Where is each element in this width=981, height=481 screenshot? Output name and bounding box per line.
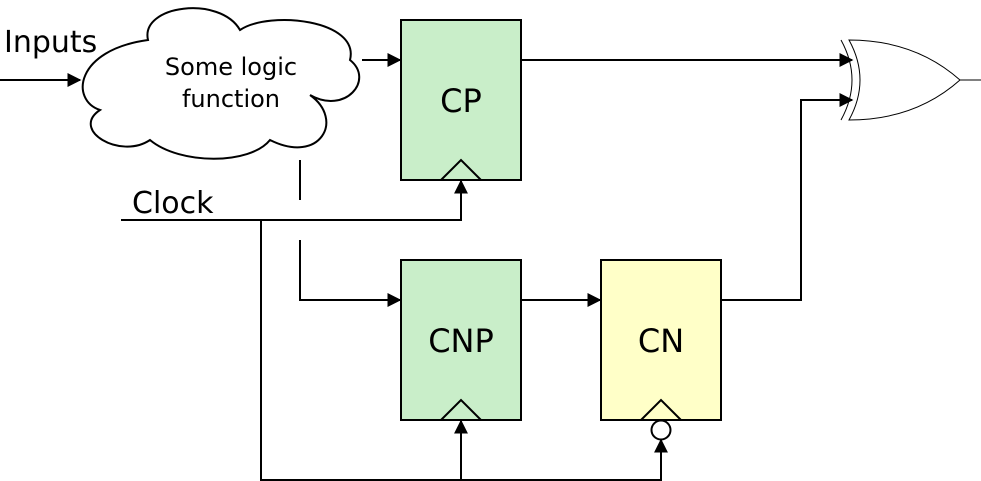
cn-inversion-bubble-icon xyxy=(650,419,672,441)
clock-to-cn-wire xyxy=(461,438,668,481)
cp-clock-triangle-icon xyxy=(440,158,482,181)
cn-label: CN xyxy=(638,322,684,360)
cn-to-xor-wire xyxy=(721,93,854,301)
cnp-label: CNP xyxy=(428,322,494,360)
cn-block xyxy=(600,259,722,421)
logic-label-line2: function xyxy=(182,85,280,113)
logic-label-line1: Some logic xyxy=(165,53,297,81)
cnp-clock-triangle-icon xyxy=(440,398,482,421)
clock-to-cnp-wire xyxy=(260,220,468,481)
clock-label: Clock xyxy=(132,186,214,221)
cp-block xyxy=(400,19,522,181)
xor-gate-icon xyxy=(840,39,981,121)
cp-label: CP xyxy=(440,82,482,120)
inputs-label: Inputs xyxy=(4,25,97,60)
logic-cloud xyxy=(81,7,361,160)
clock-to-cp-wire xyxy=(121,179,468,221)
cn-clock-triangle-icon xyxy=(640,398,682,421)
logic-to-cnp-wire xyxy=(299,240,402,307)
